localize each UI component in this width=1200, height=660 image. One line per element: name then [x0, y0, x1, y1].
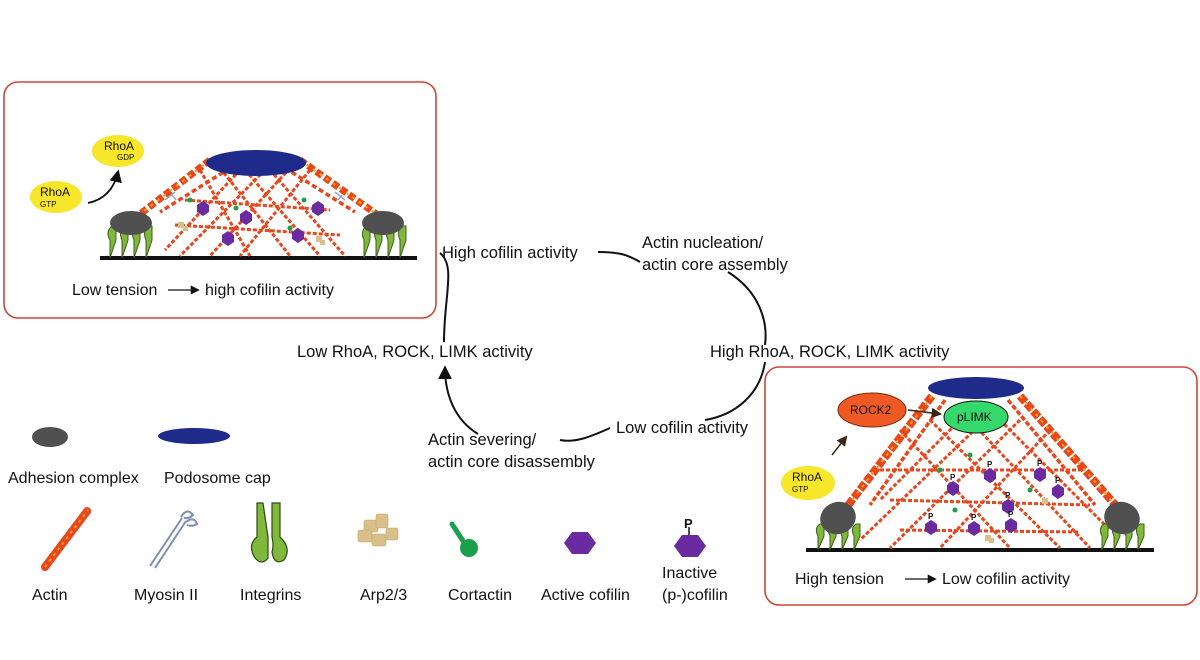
cycle-arc-upper-right-line — [727, 271, 767, 346]
rock2-label: ROCK2 — [850, 403, 892, 417]
cycle-arc-lower-middle-line — [559, 427, 611, 442]
arp23-cluster — [178, 222, 325, 245]
legend-integrins-label: Integrins — [240, 587, 301, 604]
legend-adhesion-label: Adhesion complex — [8, 470, 139, 487]
high-tension-caption-left: High tension — [795, 571, 884, 588]
podosome-cap-2 — [928, 377, 1024, 399]
cycle-nucleation-line1: Actin nucleation/ — [642, 234, 763, 252]
rhoa-gtp-state-low: GTP — [40, 200, 56, 209]
cortactin-cluster-2 — [937, 452, 1033, 513]
rhoa-gtp-bubble-low: RhoA GTP — [30, 181, 82, 213]
active-cofilin-cluster — [197, 201, 324, 246]
cycle-arc-lower-left-line — [438, 365, 479, 435]
low-tension-panel: RhoA GDP RhoA GTP Low tension high cofil… — [3, 81, 437, 319]
plimk-bubble: pLIMK — [943, 400, 1009, 434]
legend-cortactin-symbol — [449, 521, 478, 557]
high-tension-panel-border — [764, 366, 1198, 606]
cycle-low-rhoa: Low RhoA, ROCK, LIMK activity — [297, 343, 533, 361]
regulation-cycle: High cofilin activity Actin nucleation/ … — [297, 234, 950, 471]
plimk-label: pLIMK — [957, 410, 992, 424]
rhoa-gdp-bubble: RhoA GDP — [92, 135, 144, 167]
rhoa-gdp-state: GDP — [117, 153, 134, 162]
arp23-cluster-2 — [985, 498, 1048, 543]
cycle-arc-lower-right-line — [704, 361, 766, 421]
phospho-mark-3: P — [1037, 459, 1043, 468]
right-adhesion-complex — [361, 211, 407, 259]
arc-top — [597, 251, 641, 263]
legend-actin-symbol — [41, 506, 92, 571]
legend-cap-label: Podosome cap — [164, 470, 271, 487]
legend-inactive-cofilin-symbol — [674, 527, 706, 557]
low-tension-caption-right: high cofilin activity — [205, 282, 334, 299]
legend-active-cofilin-label: Active cofilin — [541, 587, 630, 604]
legend-arp-label: Arp2/3 — [360, 587, 407, 604]
legend-inactive-label-2: (p-)cofilin — [662, 587, 728, 604]
legend-inactive-phospho-mark: P — [684, 516, 693, 531]
phospho-mark-5: P — [928, 512, 934, 521]
cycle-low-cofilin: Low cofilin activity — [616, 419, 749, 437]
phospho-mark-6: P — [971, 513, 977, 522]
left-adhesion-complex-2 — [815, 501, 861, 551]
legend-active-cofilin-symbol — [564, 532, 596, 554]
cycle-severing-line2: actin core disassembly — [428, 453, 596, 471]
rhoa-conversion-arrow — [87, 169, 122, 204]
rock2-bubble: ROCK2 — [837, 392, 907, 428]
arc-left-upper — [436, 252, 444, 343]
phospho-mark-7: P — [1008, 510, 1014, 519]
legend-arp-symbol — [357, 513, 399, 547]
cycle-arc-top-left — [432, 252, 445, 345]
phospho-mark-4: P — [1005, 491, 1011, 500]
legend-inactive-label-1: Inactive — [662, 565, 717, 582]
cycle-top-left-segment — [436, 252, 451, 342]
phospho-mark-1: P — [987, 460, 993, 469]
low-tension-panel-border — [3, 81, 437, 319]
radial-actin-bundles — [132, 157, 385, 221]
high-tension-caption-right: Low cofilin activity — [942, 571, 1070, 588]
rhoa-gdp-name: RhoA — [104, 139, 134, 153]
cortactin-cluster — [187, 197, 307, 231]
legend-myosin-symbol — [149, 510, 199, 569]
phospho-mark-2: P — [950, 473, 956, 482]
left-adhesion-complex — [107, 211, 153, 259]
cycle-arc-upper-left-line — [439, 252, 450, 343]
rhoa-gtp-name-high: RhoA — [792, 470, 822, 484]
legend-cap-symbol — [158, 428, 230, 444]
rhoa-to-rock2-arrow — [831, 435, 848, 456]
rhoa-gtp-name-low: RhoA — [40, 185, 70, 199]
rock2-to-plimk-arrow — [907, 407, 943, 419]
cycle-nucleation-line2: actin core assembly — [642, 256, 789, 274]
legend-actin-label: Actin — [32, 587, 68, 604]
legend: Adhesion complex Podosome cap Actin Myos… — [8, 427, 728, 604]
rhoa-gtp-bubble-high: RhoA GTP — [781, 466, 835, 500]
cycle-arc-top-left-visible — [436, 252, 442, 342]
phospho-mark-8: P — [1055, 476, 1061, 485]
low-tension-caption-left: Low tension — [72, 282, 157, 299]
podosome-cap — [206, 150, 306, 176]
legend-myosin-label: Myosin II — [134, 587, 198, 604]
legend-adhesion-symbol — [32, 427, 68, 447]
cycle-high-cofilin: High cofilin activity — [442, 244, 578, 262]
right-adhesion-complex-2 — [1099, 501, 1145, 551]
cycle-ul — [436, 252, 455, 343]
inactive-cofilin-cluster: P P P P P P P P — [925, 459, 1064, 536]
cycle-arc-left-upper — [431, 252, 443, 340]
cycle-severing-line1: Actin severing/ — [428, 431, 537, 449]
rhoa-gtp-state-high: GTP — [792, 485, 808, 494]
arc-ul-real — [432, 252, 453, 342]
cycle-high-rhoa: High RhoA, ROCK, LIMK activity — [710, 343, 950, 361]
cycle-stroke-upper-left — [436, 252, 455, 342]
legend-integrin-symbol — [250, 502, 288, 563]
high-tension-panel: P P P P P P P P — [764, 366, 1198, 606]
legend-cortactin-label: Cortactin — [448, 587, 512, 604]
